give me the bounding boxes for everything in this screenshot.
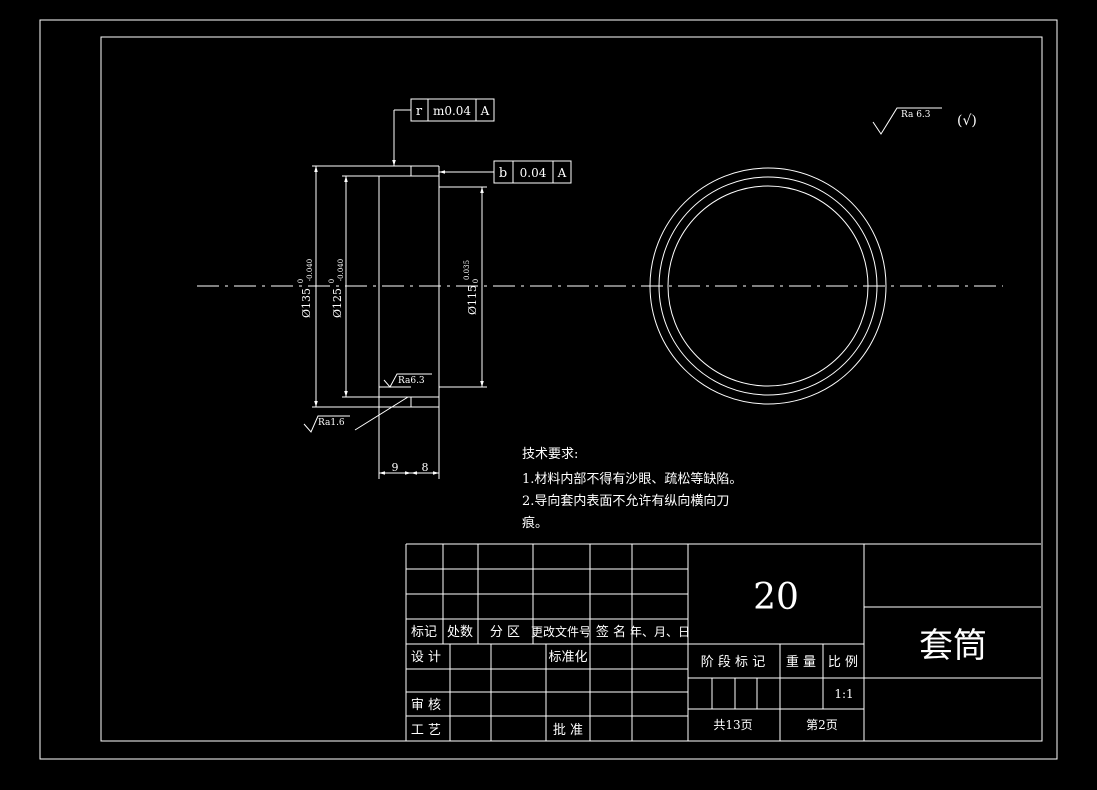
gdt-top-value: m0.04: [433, 104, 471, 118]
roughness-general-label: Ra 6.3: [901, 110, 931, 120]
title-block: [405, 543, 1041, 741]
tb-col-mark: 标记: [411, 625, 437, 640]
dim-d125-tol-upper: 0: [328, 279, 336, 283]
tb-col-zone: 分 区: [490, 625, 520, 640]
tb-col-doc: 更改文件号: [531, 624, 591, 639]
tb-drawing-number: 20: [753, 577, 799, 618]
roughness-face-label: Ra1.6: [318, 418, 345, 428]
dim-len-b: 8: [422, 461, 429, 474]
tb-col-sign: 签 名: [596, 624, 626, 640]
dim-d125-tol-lower: -0.040: [337, 259, 345, 281]
tb-approve: 批 准: [553, 723, 583, 738]
dim-d135-tol-lower: -0.040: [306, 259, 314, 281]
gdt-right-value: 0.04: [520, 166, 547, 180]
tb-stage-mark: 阶 段 标 记: [701, 655, 765, 670]
tb-scale-label: 比 例: [828, 655, 858, 670]
dim-d135: Ø135: [300, 288, 313, 318]
dim-d115: Ø115: [466, 285, 479, 315]
gdt-frame-flatness: b 0.04 A: [439, 160, 572, 184]
gdt-right-symbol: b: [499, 166, 507, 181]
roughness-face: Ra1.6: [303, 396, 409, 433]
gdt-top-datum: A: [480, 104, 490, 118]
gdt-top-symbol: r: [416, 104, 423, 119]
roughness-general: Ra 6.3 (√): [872, 107, 977, 135]
dim-d135-tol-upper: 0: [297, 279, 305, 283]
notes-title: 技术要求:: [522, 447, 578, 462]
outer-frame: [39, 19, 1058, 760]
roughness-inner-label: Ra6.3: [398, 376, 425, 386]
tb-part-name: 套筒: [919, 626, 987, 666]
roughness-general-rest: (√): [957, 113, 977, 129]
dim-d115-tol-upper: 0.035: [463, 260, 471, 280]
notes-line2: 2.导向套内表面不允许有纵向横向刀: [522, 493, 729, 509]
notes-line3: 痕。: [522, 515, 548, 531]
tb-process: 工 艺: [411, 723, 441, 738]
dim-d125: Ø125: [331, 288, 344, 318]
tb-standard: 标准化: [548, 650, 587, 665]
tb-col-qty: 处数: [447, 625, 473, 640]
tb-weight: 重 量: [786, 654, 816, 670]
roughness-inner: Ra6.3: [379, 373, 432, 388]
tb-col-date: 年、月、日: [630, 625, 690, 639]
section-view: [312, 165, 487, 479]
notes-line1: 1.材料内部不得有沙眼、疏松等缺陷。: [522, 471, 742, 487]
gdt-frame-runout: r m0.04 A: [392, 98, 495, 166]
gdt-right-datum: A: [557, 166, 567, 180]
dim-len-a: 9: [392, 461, 399, 474]
tb-sheet-no: 第2页: [806, 718, 838, 732]
inner-frame: [100, 36, 1043, 742]
side-view: [649, 167, 887, 405]
tb-scale-value: 1:1: [834, 687, 853, 701]
tb-check: 审 核: [411, 698, 441, 713]
dim-d115-tol-lower: 0: [472, 279, 480, 283]
tb-sheets-total: 共13页: [713, 718, 752, 732]
tb-design: 设 计: [411, 650, 441, 665]
